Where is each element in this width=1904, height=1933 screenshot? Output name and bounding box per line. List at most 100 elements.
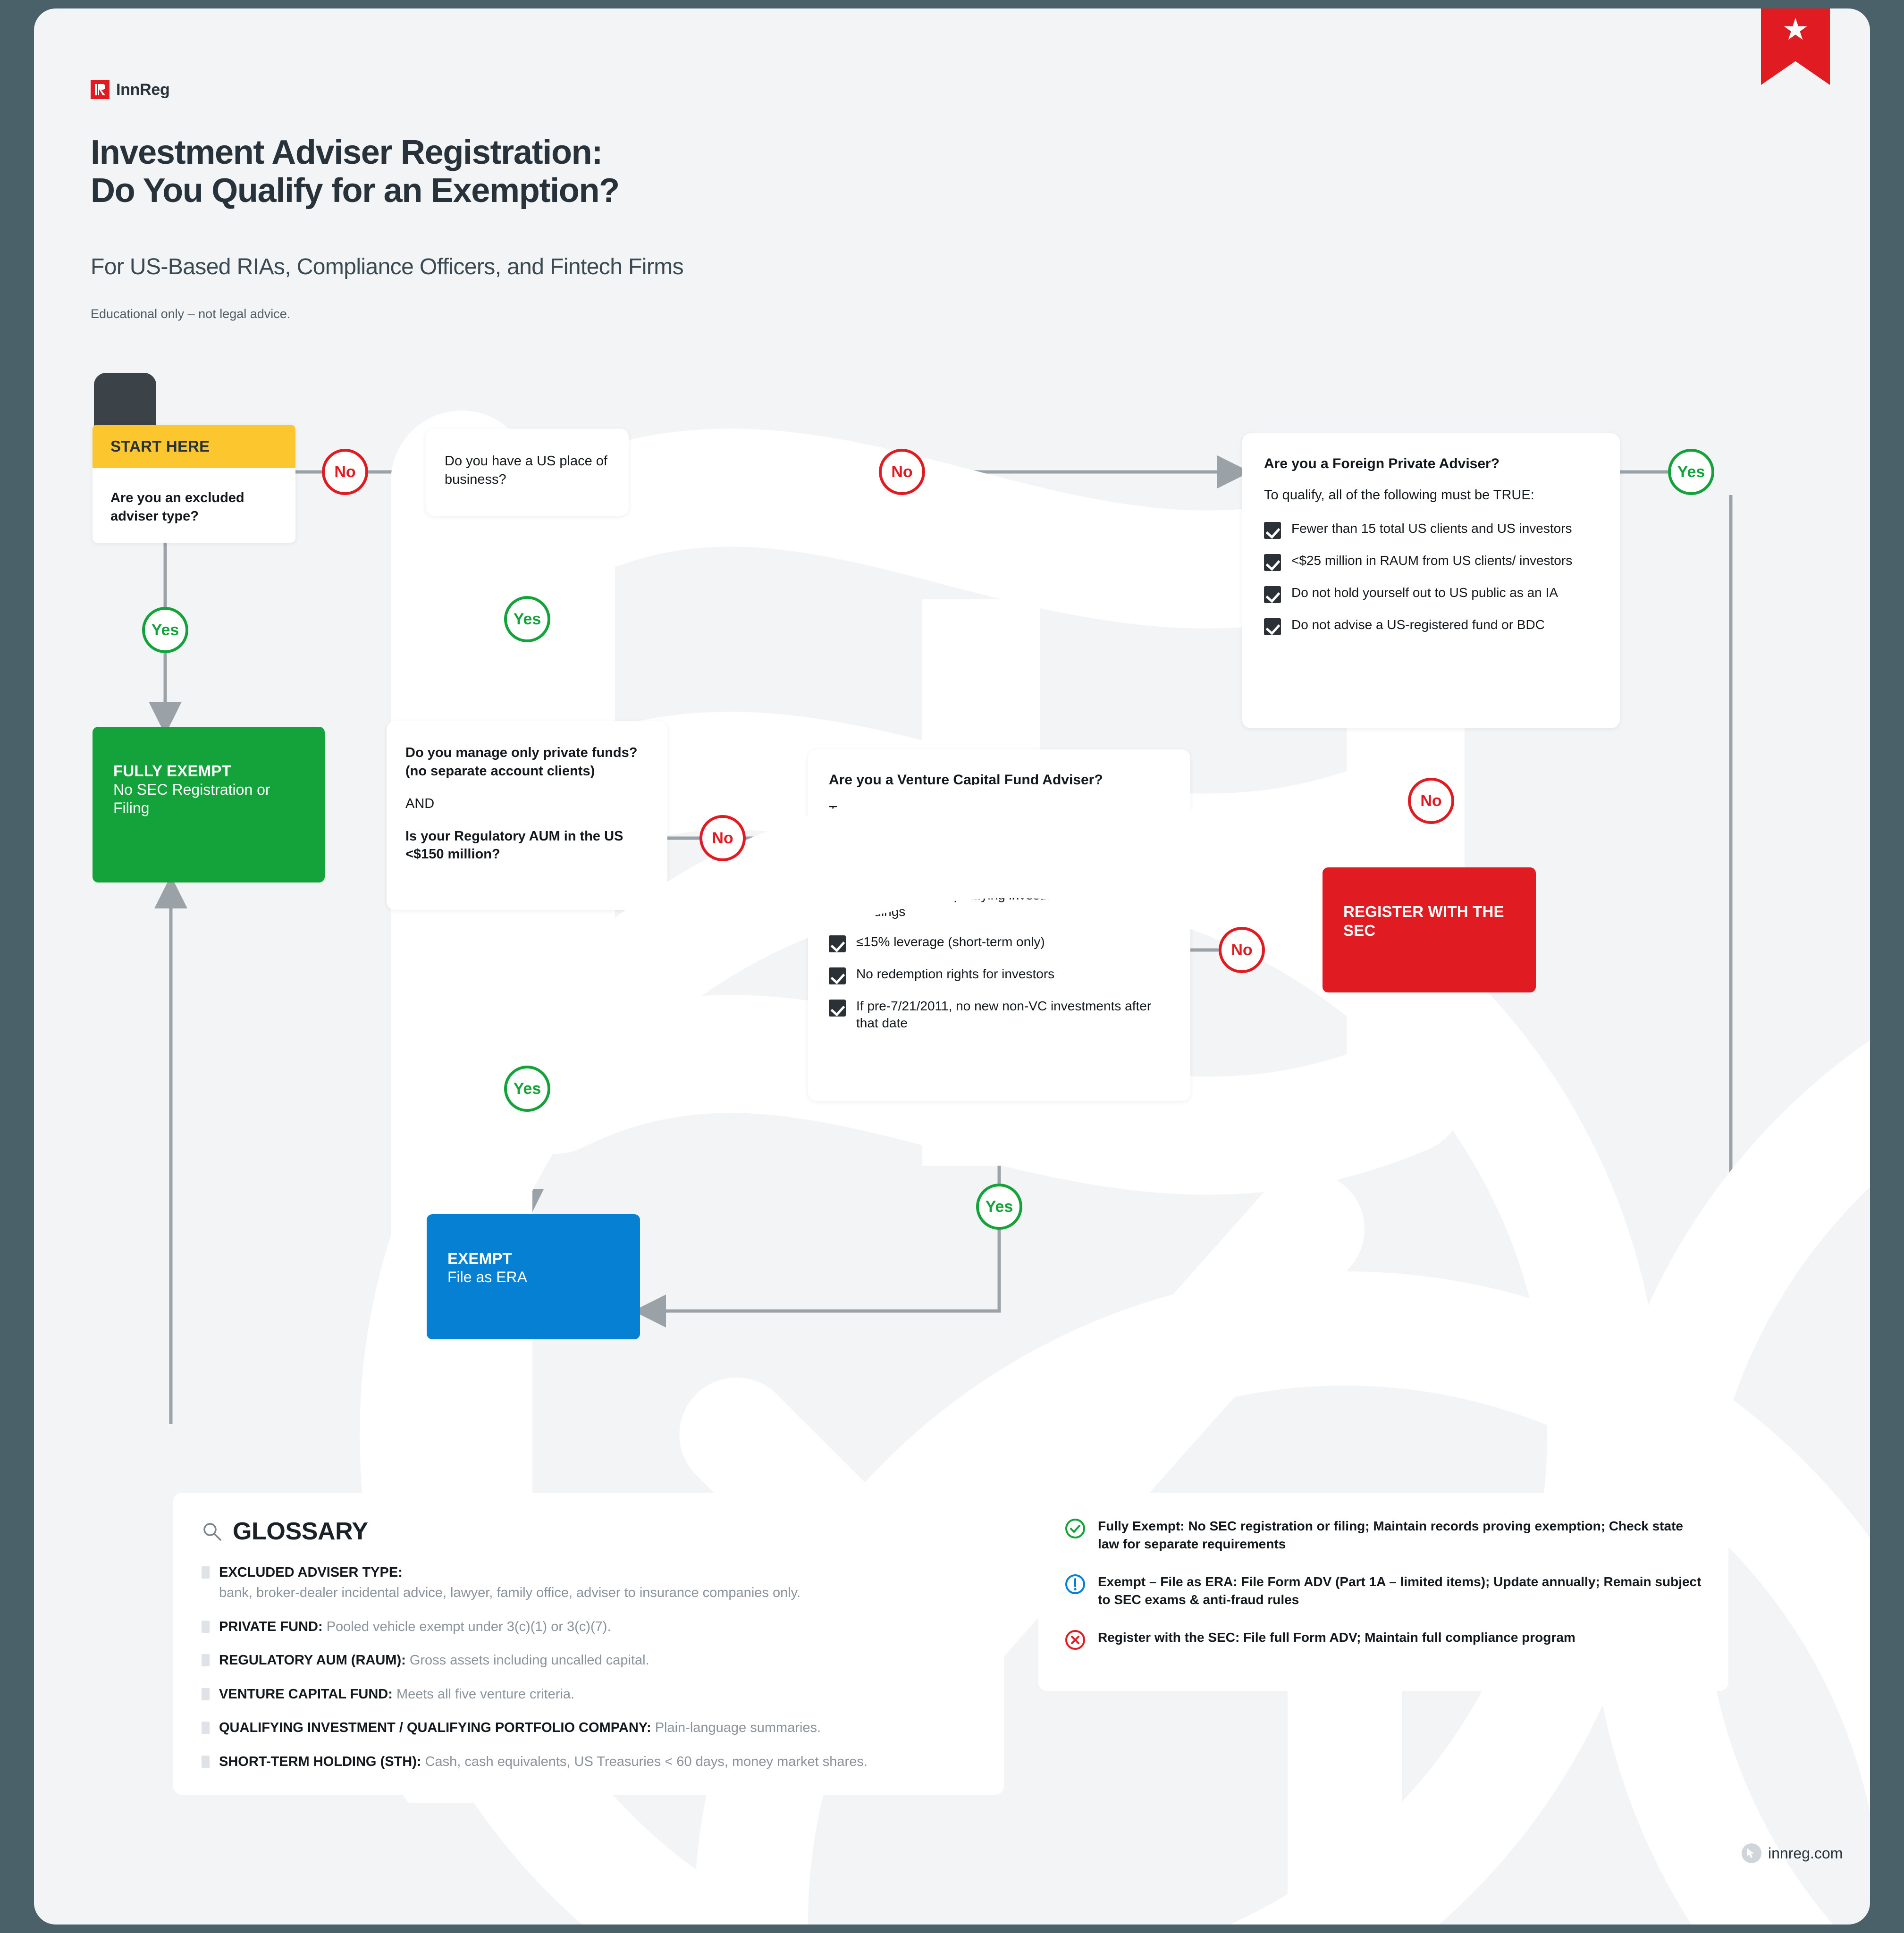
list-item: Exempt – File as ERA: File Form ADV (Par…	[1065, 1573, 1702, 1609]
fully-exempt-title: FULLY EXEMPT	[113, 762, 231, 780]
edge-label-fpa-yes[interactable]: Yes	[1668, 449, 1714, 495]
edge-label-start-no[interactable]: No	[322, 449, 368, 495]
edge-label-vc-no[interactable]: No	[1219, 927, 1265, 973]
edge-label-vc-yes[interactable]: Yes	[976, 1184, 1022, 1230]
fpa-lead: To qualify, all of the following must be…	[1264, 487, 1534, 503]
list-item: VENTURE CAPITAL FUND: Meets all five ven…	[202, 1685, 976, 1704]
list-item: Do not advise a US-registered fund or BD…	[1264, 616, 1598, 636]
outcome-text: Exempt – File as ERA: File Form ADV (Par…	[1098, 1574, 1702, 1607]
footer-url: innreg.com	[1768, 1844, 1843, 1862]
vc-criterion-label: No redemption rights for investors	[856, 966, 1055, 982]
infographic-page: ★ InnReg Investment Adviser Registration…	[34, 8, 1870, 1925]
cursor-icon	[1742, 1843, 1761, 1863]
search-icon	[203, 1523, 221, 1541]
fpa-criterion-label: Do not hold yourself out to US public as…	[1291, 585, 1558, 600]
fpa-criterion-label: Fewer than 15 total US clients and US in…	[1291, 521, 1572, 536]
glossary-term: QUALIFYING INVESTMENT / QUALIFYING PORTF…	[219, 1720, 651, 1736]
edge-label-usbiz-no[interactable]: No	[879, 449, 925, 495]
footer-attribution[interactable]: innreg.com	[1742, 1843, 1843, 1863]
vc-heading: Are you a Venture Capital Fund Adviser?	[829, 772, 1103, 788]
edge-label-start-yes[interactable]: Yes	[142, 607, 188, 653]
glossary-panel: GLOSSARY EXCLUDED ADVISER TYPE: bank, bro…	[173, 1493, 1004, 1795]
node-foreign-private-adviser[interactable]: Are you a Foreign Private Adviser? To qu…	[1242, 433, 1620, 728]
glossary-term: VENTURE CAPITAL FUND:	[219, 1686, 393, 1702]
glossary-desc: Cash, cash equivalents, US Treasuries < …	[425, 1754, 868, 1769]
outcome-text: Fully Exempt: No SEC registration or fil…	[1098, 1519, 1683, 1552]
privfunds-line-2: Is your Regulatory AUM in the US <$150 m…	[405, 828, 623, 862]
glossary-desc: Gross assets including uncalled capital.	[409, 1653, 649, 1668]
bullet-icon	[202, 1688, 210, 1700]
privfunds-line-1: Do you manage only private funds? (no se…	[405, 745, 638, 779]
edge-label-privfunds-yes[interactable]: Yes	[504, 1066, 550, 1112]
edge-label-usbiz-yes[interactable]: Yes	[504, 596, 550, 642]
glossary-desc: bank, broker-dealer incidental advice, l…	[219, 1585, 801, 1601]
list-item: SHORT-TERM HOLDING (STH): Cash, cash equ…	[202, 1753, 976, 1771]
checkbox-checked-icon[interactable]	[829, 967, 846, 985]
innreg-wordmark: InnReg	[116, 80, 170, 99]
start-here-banner: START HERE	[93, 425, 295, 468]
result-exempt-era[interactable]: EXEMPT File as ERA	[427, 1214, 1870, 1925]
outcome-text: Register with the SEC: File full Form AD…	[1098, 1630, 1575, 1645]
list-item: PRIVATE FUND: Pooled vehicle exempt unde…	[202, 1618, 976, 1636]
fpa-criteria-list: Fewer than 15 total US clients and US in…	[1264, 520, 1598, 636]
fpa-criterion-label: Do not advise a US-registered fund or BD…	[1291, 617, 1545, 632]
exempt-subtitle: File as ERA	[447, 1269, 527, 1286]
innreg-mark-icon	[91, 80, 110, 99]
list-item: <$25 million in RAUM from US clients/ in…	[1264, 552, 1598, 571]
exempt-title: EXEMPT	[447, 1250, 512, 1267]
glossary-term: EXCLUDED ADVISER TYPE:	[219, 1565, 403, 1580]
page-title: Investment Adviser Registration: Do You …	[91, 134, 1318, 210]
checkbox-checked-icon[interactable]	[1264, 522, 1281, 539]
list-item: EXCLUDED ADVISER TYPE: bank, broker-deale…	[202, 1563, 976, 1603]
bullet-icon	[202, 1654, 210, 1667]
list-item: Do not hold yourself out to US public as…	[1264, 584, 1598, 604]
start-question: Are you an excluded adviser type?	[110, 490, 244, 524]
glossary-term: PRIVATE FUND:	[219, 1619, 323, 1634]
fully-exempt-subtitle: No SEC Registration or Filing	[113, 781, 270, 817]
checkbox-checked-icon[interactable]	[829, 1000, 846, 1017]
list-item: No redemption rights for investors	[829, 966, 1170, 985]
edge-label-fpa-no[interactable]: No	[1408, 778, 1454, 824]
x-circle-icon	[1065, 1630, 1086, 1653]
glossary-header: GLOSSARY	[202, 1517, 976, 1546]
list-item: Fully Exempt: No SEC registration or fil…	[1065, 1517, 1702, 1553]
exclamation-circle-icon	[1065, 1574, 1086, 1609]
list-item: REGULATORY AUM (RAUM): Gross assets incl…	[202, 1651, 976, 1670]
outcomes-panel: Fully Exempt: No SEC registration or fil…	[1038, 1493, 1728, 1691]
check-circle-icon	[1065, 1518, 1086, 1553]
privfunds-conjunction: AND	[405, 796, 435, 811]
checkbox-checked-icon[interactable]	[1264, 554, 1281, 571]
start-flag-badge	[94, 373, 1465, 1803]
title-line-2: Do You Qualify for an Exemption?	[91, 171, 620, 210]
list-item: ≤15% leverage (short-term only)	[829, 933, 1170, 953]
bullet-icon	[202, 1566, 210, 1579]
list-item: Fewer than 15 total US clients and US in…	[1264, 520, 1598, 539]
result-fully-exempt[interactable]: FULLY EXEMPT No SEC Registration or Fili…	[93, 727, 1661, 1925]
edge-label-privfunds-no[interactable]: No	[699, 815, 746, 861]
list-item: Register with the SEC: File full Form AD…	[1065, 1629, 1702, 1653]
bullet-icon	[202, 1755, 210, 1768]
star-icon: ★	[1782, 12, 1809, 46]
node-private-funds[interactable]: Do you manage only private funds? (no se…	[387, 721, 667, 910]
checkbox-checked-icon[interactable]	[1264, 618, 1281, 636]
fpa-heading: Are you a Foreign Private Adviser?	[1264, 456, 1500, 471]
glossary-title: GLOSSARY	[233, 1518, 368, 1545]
list-item: If pre-7/21/2011, no new non-VC investme…	[829, 998, 1170, 1032]
title-line-1: Investment Adviser Registration:	[91, 134, 603, 171]
node-start[interactable]: START HERE Are you an excluded adviser t…	[93, 425, 295, 543]
glossary-term: SHORT-TERM HOLDING (STH):	[219, 1754, 421, 1769]
innreg-logo: InnReg	[91, 80, 170, 99]
result-register-with-sec[interactable]: REGISTER WITH THE SEC	[1323, 867, 1870, 1925]
bullet-icon	[202, 1620, 210, 1633]
bullet-icon	[202, 1722, 210, 1734]
fpa-criterion-label: <$25 million in RAUM from US clients/ in…	[1291, 553, 1573, 568]
node-us-place-of-business[interactable]: Do you have a US place of business?	[426, 429, 629, 516]
glossary-desc: Meets all five venture criteria.	[396, 1686, 575, 1702]
glossary-term: REGULATORY AUM (RAUM):	[219, 1653, 406, 1668]
page-subtitle: For US-Based RIAs, Compliance Officers, …	[91, 254, 684, 279]
checkbox-checked-icon[interactable]	[1264, 586, 1281, 604]
vc-criterion-label: ≤15% leverage (short-term only)	[856, 934, 1045, 950]
vc-criterion-label: If pre-7/21/2011, no new non-VC investme…	[856, 999, 1152, 1031]
usbiz-question: Do you have a US place of business?	[445, 454, 607, 487]
checkbox-checked-icon[interactable]	[829, 935, 846, 953]
